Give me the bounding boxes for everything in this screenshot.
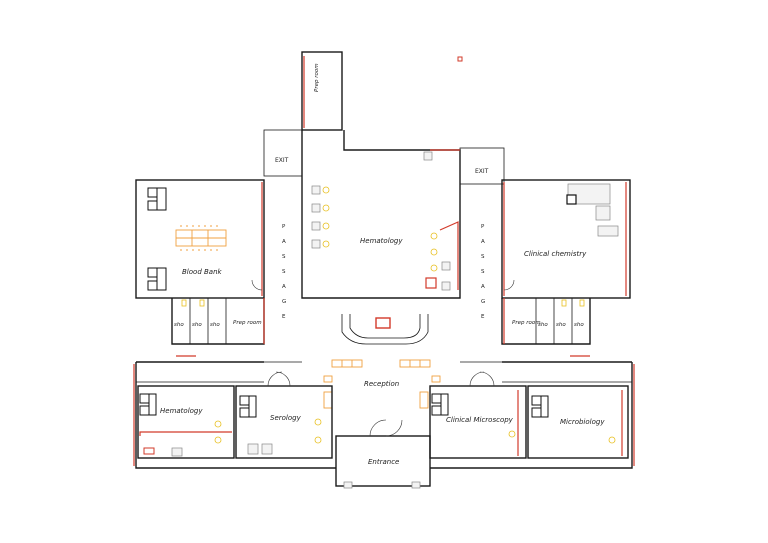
blood-bank-label: Blood Bank <box>182 268 223 276</box>
passage-left-l3: S <box>282 269 286 275</box>
sho-right-2: sho <box>556 322 566 328</box>
room-hematology-bottom: Hematology <box>137 385 235 459</box>
room-blood-bank: Blood Bank <box>135 179 265 299</box>
passage-left-l5: G <box>282 299 286 305</box>
prep-room-left-label: Prep room <box>233 320 262 326</box>
exit-left: EXIT <box>263 129 303 177</box>
clinical-microscopy-label: Clinical Microscopy <box>446 416 514 424</box>
serology-label: Serology <box>270 414 302 422</box>
corridor-doors <box>251 279 515 387</box>
passage-right-l2: S <box>481 254 485 260</box>
room-clinical-microscopy: Clinical Microscopy <box>429 385 527 459</box>
entrance-label: Entrance <box>368 458 399 466</box>
right-service-block: Prep room sho sho sho <box>501 298 591 357</box>
hematology-bottom-label: Hematology <box>160 407 203 415</box>
passage-right-l0: P <box>481 224 485 230</box>
left-service-block: sho sho sho Prep room <box>171 298 265 357</box>
exit-left-label: EXIT <box>275 157 289 164</box>
room-hematology-top: Hematology <box>301 130 461 299</box>
hematology-top-label: Hematology <box>360 237 403 245</box>
sho-right-1: sho <box>538 322 548 328</box>
sho-left-2: sho <box>192 322 202 328</box>
passage-right-l1: A <box>481 239 485 245</box>
passage-right-l3: S <box>481 269 485 275</box>
room-microbiology: Microbiology <box>527 385 629 459</box>
blood-bank-table <box>175 225 227 251</box>
lower-wing <box>133 361 635 469</box>
reception-label: Reception <box>364 380 399 388</box>
exit-right: EXIT <box>459 147 505 185</box>
room-serology: Serology <box>235 385 333 459</box>
clinical-chemistry-label: Clinical chemistry <box>524 250 587 258</box>
sho-left-3: sho <box>210 322 220 328</box>
room-clinical-chemistry: Clinical chemistry <box>501 179 631 299</box>
entrance: Entrance <box>335 419 431 489</box>
prep-room-tower: Prep room <box>301 51 343 131</box>
sho-left-1: sho <box>174 322 184 328</box>
marker-dot <box>457 56 463 62</box>
passage-right-l4: A <box>481 284 485 290</box>
chairs-hematology-top <box>311 185 330 249</box>
prep-room-top-label: Prep room <box>314 63 320 92</box>
passage-right-l5: G <box>481 299 485 305</box>
reception-area: Reception <box>323 314 441 409</box>
prep-room-right-label: Prep room <box>512 320 541 326</box>
passage-left-l1: A <box>282 239 286 245</box>
passage-left-l2: S <box>282 254 286 260</box>
passage-right-l6: E <box>481 314 485 320</box>
passage-left: P A S S A G E <box>282 224 286 320</box>
passage-left-l0: P <box>282 224 286 230</box>
passage-left-l4: A <box>282 284 286 290</box>
passage-left-l6: E <box>282 314 286 320</box>
sho-right-3: sho <box>574 322 584 328</box>
microbiology-label: Microbiology <box>560 418 605 426</box>
exit-right-label: EXIT <box>475 168 489 175</box>
passage-right: P A S S A G E <box>481 224 485 320</box>
